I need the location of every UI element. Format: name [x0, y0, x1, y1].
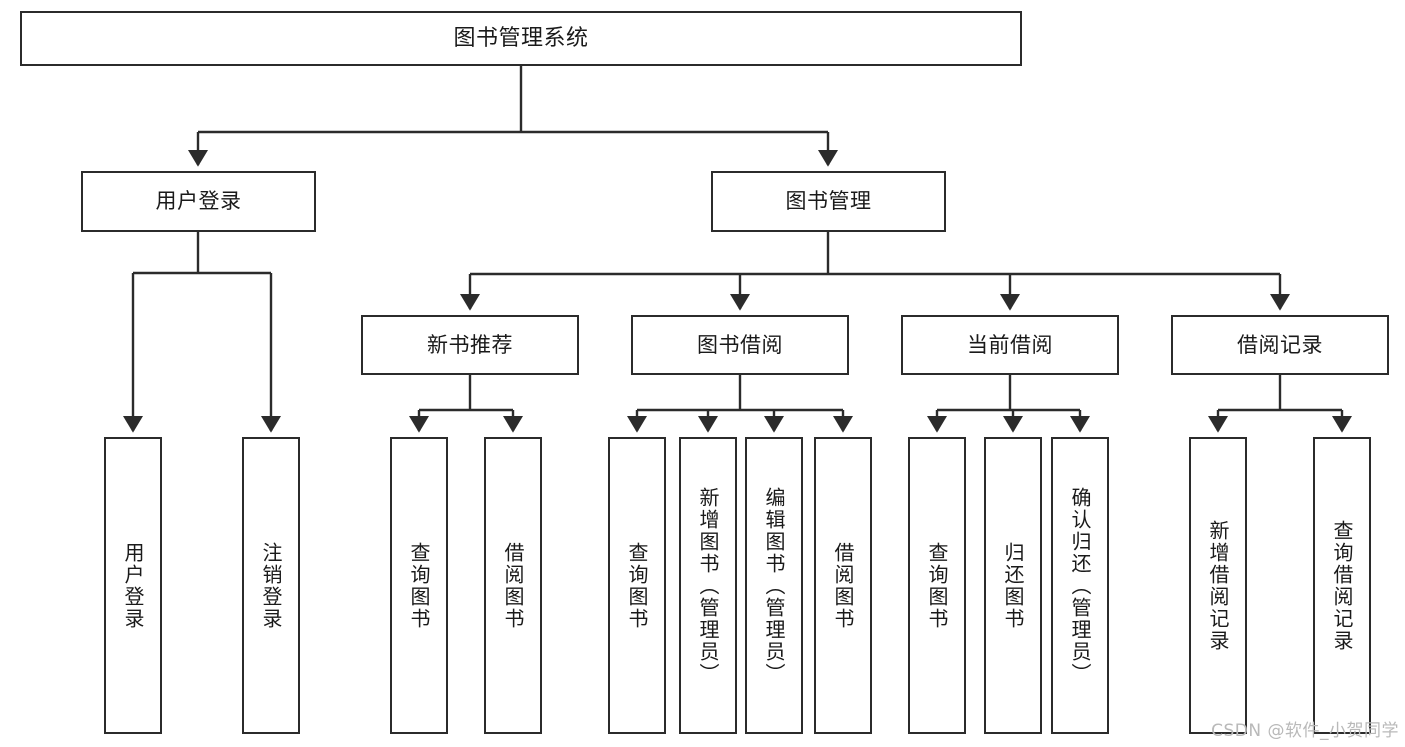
node-label: 归还图书	[1001, 541, 1025, 630]
leaf-edit-book-admin[interactable]: 编辑图书（管理员）	[745, 437, 803, 734]
node-label: 新增图书（管理员）	[696, 486, 720, 685]
node-label: 用户登录	[155, 189, 242, 214]
leaf-borrow-book-new[interactable]: 借阅图书	[484, 437, 542, 734]
node-book-management[interactable]: 图书管理	[711, 171, 946, 232]
node-root-system[interactable]: 图书管理系统	[20, 11, 1022, 66]
node-label: 图书管理系统	[453, 25, 589, 51]
node-book-borrow[interactable]: 图书借阅	[631, 315, 849, 375]
node-label: 查询图书	[625, 541, 649, 630]
node-user-login[interactable]: 用户登录	[81, 171, 316, 232]
leaf-query-borrow-record[interactable]: 查询借阅记录	[1313, 437, 1371, 734]
node-label: 查询图书	[407, 541, 431, 630]
node-label: 借阅记录	[1237, 332, 1323, 357]
leaf-query-book[interactable]: 查询图书	[608, 437, 666, 734]
leaf-return-book[interactable]: 归还图书	[984, 437, 1042, 734]
leaf-query-book-current[interactable]: 查询图书	[908, 437, 966, 734]
node-label: 确认归还（管理员）	[1068, 486, 1092, 685]
node-label: 借阅图书	[501, 541, 525, 630]
leaf-query-book-new[interactable]: 查询图书	[390, 437, 448, 734]
node-label: 编辑图书（管理员）	[762, 486, 786, 685]
node-label: 注销登录	[259, 541, 283, 630]
node-current-borrow[interactable]: 当前借阅	[901, 315, 1119, 375]
leaf-add-borrow-record[interactable]: 新增借阅记录	[1189, 437, 1247, 734]
node-label: 查询借阅记录	[1330, 519, 1354, 652]
leaf-borrow-book[interactable]: 借阅图书	[814, 437, 872, 734]
leaf-logout[interactable]: 注销登录	[242, 437, 300, 734]
node-label: 图书管理	[785, 189, 872, 214]
leaf-user-login[interactable]: 用户登录	[104, 437, 162, 734]
node-label: 新增借阅记录	[1206, 519, 1230, 652]
node-label: 用户登录	[121, 541, 145, 630]
leaf-add-book-admin[interactable]: 新增图书（管理员）	[679, 437, 737, 734]
node-label: 新书推荐	[427, 332, 513, 357]
node-new-book-recommend[interactable]: 新书推荐	[361, 315, 579, 375]
node-label: 图书借阅	[697, 332, 783, 357]
node-label: 查询图书	[925, 541, 949, 630]
node-label: 借阅图书	[831, 541, 855, 630]
leaf-confirm-return-admin[interactable]: 确认归还（管理员）	[1051, 437, 1109, 734]
node-borrow-record[interactable]: 借阅记录	[1171, 315, 1389, 375]
node-label: 当前借阅	[967, 332, 1053, 357]
